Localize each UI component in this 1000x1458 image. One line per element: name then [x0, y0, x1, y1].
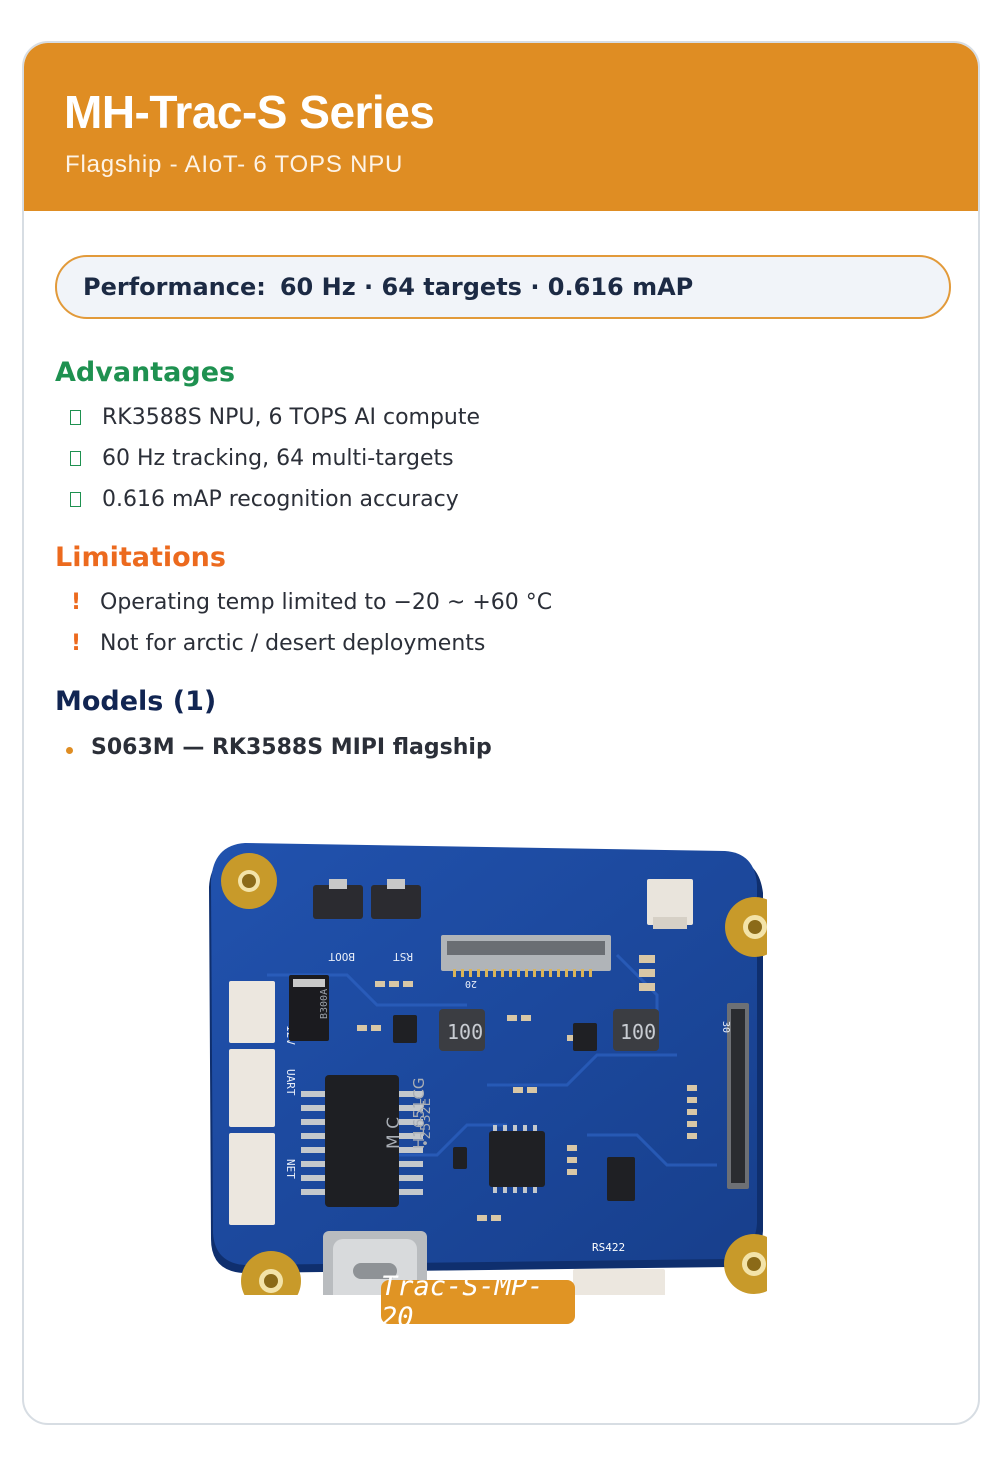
mounting-hole [724, 1234, 767, 1294]
series-subtitle: Flagship - AIoT- 6 TOPS NPU [65, 151, 404, 178]
product-name-badge: Trac-S-MP-20 [381, 1271, 575, 1333]
performance-label: Performance: [83, 273, 266, 301]
advantages-list: RK3588S NPU, 6 TOPS AI compute 60 Hz tra… [66, 397, 480, 520]
mounting-hole [725, 897, 767, 957]
models-heading: Models (1) [55, 686, 217, 717]
uart-label: UART [284, 1069, 297, 1096]
svg-text:30: 30 [720, 1021, 731, 1033]
card-header: MH-Trac-S Series Flagship - AIoT- 6 TOPS… [24, 43, 978, 211]
checkbox-icon [70, 410, 81, 425]
svg-text:M C: M C [384, 1117, 404, 1149]
mounting-hole [241, 1251, 301, 1295]
net-label: NET [284, 1159, 297, 1179]
rs422-label: RS422 [592, 1241, 625, 1254]
model-item[interactable]: S063M — RK3588S MIPI flagship [66, 727, 492, 768]
checkbox-icon [70, 451, 81, 466]
advantage-item: 60 Hz tracking, 64 multi-targets [66, 438, 480, 479]
performance-value: 60 Hz · 64 targets · 0.616 mAP [279, 273, 694, 301]
series-card: MH-Trac-S Series Flagship - AIoT- 6 TOPS… [22, 41, 980, 1425]
svg-text:H1651CG: H1651CG [410, 1077, 428, 1149]
svg-text:B300A: B300A [319, 989, 330, 1019]
advantage-item: 0.616 mAP recognition accuracy [66, 479, 480, 520]
svg-text:20: 20 [465, 978, 477, 989]
pcb-board-image: BOOT RST 20 12V UART NET B300A 100 1 [209, 843, 767, 1295]
advantages-heading: Advantages [55, 357, 236, 388]
limitation-item: !Operating temp limited to −20 ~ +60 °C [66, 582, 552, 623]
performance-pill: Performance: 60 Hz · 64 targets · 0.616 … [55, 255, 951, 319]
warning-icon: ! [70, 590, 82, 615]
models-list: S063M — RK3588S MIPI flagship [66, 727, 492, 768]
bullet-icon [66, 747, 73, 754]
inductor-label: 100 [620, 1020, 656, 1044]
mounting-hole [221, 853, 277, 909]
checkbox-icon [70, 492, 81, 507]
series-title: MH-Trac-S Series [64, 86, 435, 138]
boot-label: BOOT [328, 950, 355, 963]
limitations-list: !Operating temp limited to −20 ~ +60 °C … [66, 582, 552, 664]
svg-text:•2532E: •2532E [419, 1098, 434, 1147]
warning-icon: ! [70, 631, 82, 656]
inductor-label: 100 [447, 1020, 483, 1044]
advantage-item: RK3588S NPU, 6 TOPS AI compute [66, 397, 480, 438]
rst-label: RST [393, 950, 413, 963]
limitation-item: !Not for arctic / desert deployments [66, 623, 552, 664]
limitations-heading: Limitations [55, 542, 226, 573]
